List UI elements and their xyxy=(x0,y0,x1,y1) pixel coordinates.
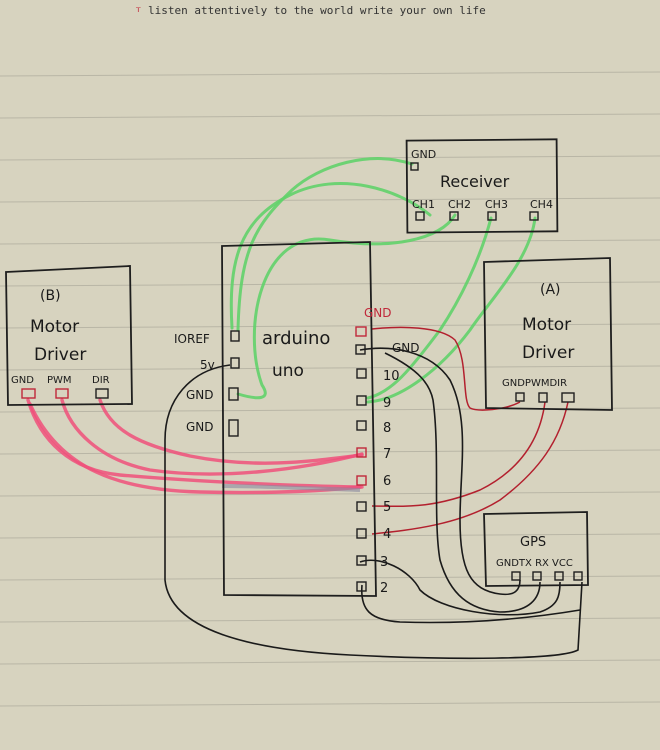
receiver-ch4-pin xyxy=(529,211,539,221)
driver-b-pwm-label: PWM xyxy=(47,375,72,386)
driver-a-pwm-pin xyxy=(538,392,548,403)
right-pin-5 xyxy=(356,501,367,512)
driver-b-label: (B) xyxy=(40,288,61,304)
left-pin-5v-label: 5v xyxy=(200,358,215,372)
driver-a-pins-label: GNDPWMDIR xyxy=(502,378,567,389)
arduino-uno-board: arduino uno IOREF 5v GND GND GND GND 10 … xyxy=(174,241,420,597)
right-pin-4 xyxy=(356,528,367,539)
right-pin-gnd-label: GND xyxy=(392,341,420,355)
gps-pins-label: GNDTX RX VCC xyxy=(496,558,573,569)
driver-a-dir-pin xyxy=(561,392,575,403)
driver-b-dir-pin xyxy=(95,388,109,399)
left-pin-5v xyxy=(230,357,240,369)
left-pin-ioref-label: IOREF xyxy=(174,332,210,346)
right-pin-gnd-top xyxy=(355,326,367,337)
receiver-gnd-label: GND xyxy=(411,148,436,161)
header-mark-icon: ᵀ xyxy=(135,5,141,19)
left-pin-ioref xyxy=(230,330,240,342)
right-pin-3-label: 3 xyxy=(380,555,388,570)
receiver-ch2-pin xyxy=(449,211,459,221)
motor-driver-a: (A) Motor Driver GNDPWMDIR xyxy=(483,257,613,411)
pink-wires xyxy=(26,398,364,495)
black-wires xyxy=(164,347,583,660)
driver-a-driver-label: Driver xyxy=(522,343,574,363)
driver-b-dir-label: DIR xyxy=(92,375,110,386)
notebook-lines xyxy=(0,71,660,707)
receiver-ch1-label: CH1 xyxy=(412,198,435,211)
driver-b-gnd-pin xyxy=(21,388,36,399)
right-pin-2-label: 2 xyxy=(380,581,388,596)
driver-b-pwm-pin xyxy=(55,388,69,399)
arduino-name-line2: uno xyxy=(272,361,304,381)
receiver-ch4-label: CH4 xyxy=(530,198,553,211)
receiver-module: GND Receiver CH1 CH2 CH3 CH4 xyxy=(405,138,559,234)
red-wires xyxy=(371,326,569,535)
receiver-title: Receiver xyxy=(440,172,510,191)
gps-tx-pin xyxy=(532,571,542,581)
right-pin-gnd-top-label: GND xyxy=(364,306,392,320)
motor-driver-b: (B) Motor Driver GND PWM DIR xyxy=(5,265,133,406)
right-pin-7-label: 7 xyxy=(383,447,391,462)
right-pin-gnd xyxy=(355,344,366,355)
driver-b-driver-label: Driver xyxy=(34,345,86,365)
right-pin-4-label: 4 xyxy=(383,527,391,542)
left-pin-gnd2 xyxy=(228,419,239,437)
receiver-gnd-pin xyxy=(410,162,419,171)
receiver-ch3-label: CH3 xyxy=(485,198,508,211)
gps-rx-pin xyxy=(554,571,564,581)
gps-gnd-pin xyxy=(511,571,521,581)
right-pin-7 xyxy=(356,447,367,458)
header-motto: listen attentively to the world write yo… xyxy=(148,4,486,17)
arduino-name-line1: arduino xyxy=(262,328,330,349)
left-pin-gnd1 xyxy=(228,387,239,401)
right-pin-8 xyxy=(356,420,367,431)
right-pin-5-label: 5 xyxy=(383,500,391,515)
gps-title: GPS xyxy=(520,535,546,550)
driver-a-gnd-pin xyxy=(515,392,525,402)
right-pin-2 xyxy=(356,581,367,592)
right-pin-9 xyxy=(356,395,367,406)
gps-vcc-pin xyxy=(573,571,583,581)
driver-b-gnd-label: GND xyxy=(11,375,34,386)
left-pin-gnd2-label: GND xyxy=(186,420,214,434)
driver-a-label: (A) xyxy=(540,282,561,298)
driver-b-motor-label: Motor xyxy=(30,317,79,337)
right-pin-10-label: 10 xyxy=(383,369,400,384)
right-pin-9-label: 9 xyxy=(383,396,391,411)
left-pin-gnd1-label: GND xyxy=(186,388,214,402)
green-wires xyxy=(229,157,537,404)
right-pin-6 xyxy=(356,475,367,486)
right-pin-6-label: 6 xyxy=(383,474,391,489)
driver-a-motor-label: Motor xyxy=(522,315,571,335)
grey-bundle xyxy=(221,484,361,492)
receiver-ch3-pin xyxy=(487,211,497,221)
gps-module: GPS GNDTX RX VCC xyxy=(483,511,589,587)
receiver-ch2-label: CH2 xyxy=(448,198,471,211)
right-pin-8-label: 8 xyxy=(383,421,391,436)
receiver-ch1-pin xyxy=(415,211,425,221)
right-pin-3 xyxy=(356,555,367,566)
right-pin-10 xyxy=(356,368,367,379)
